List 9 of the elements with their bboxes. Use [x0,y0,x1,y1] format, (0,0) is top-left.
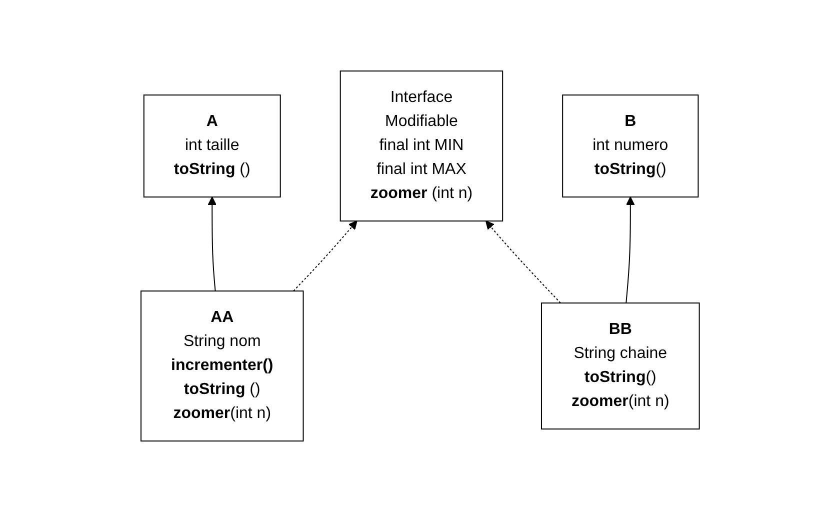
node-box: Interface Modifiable final int MIN final int MAX zoomer (int n) [340,70,503,221]
arrow [208,196,216,291]
arrow [485,220,561,303]
node-box: BB String chaine toString() zoomer(int n) [540,302,700,429]
node-box: A int taille toString () [143,94,281,197]
arrow [292,220,358,291]
node-box: B int numero toString() [562,94,699,197]
node-box: AA String nom incrementer() toString () zoomer(int n) [140,290,304,441]
arrow [625,196,635,303]
